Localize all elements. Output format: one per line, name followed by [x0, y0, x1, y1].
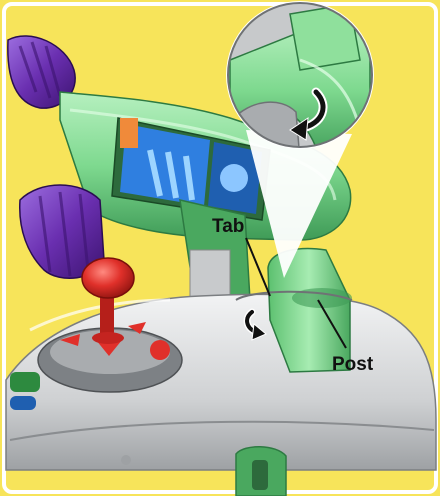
tab-label: Tab: [212, 216, 244, 237]
steering-column: [180, 200, 250, 300]
post-label: Post: [332, 354, 374, 375]
